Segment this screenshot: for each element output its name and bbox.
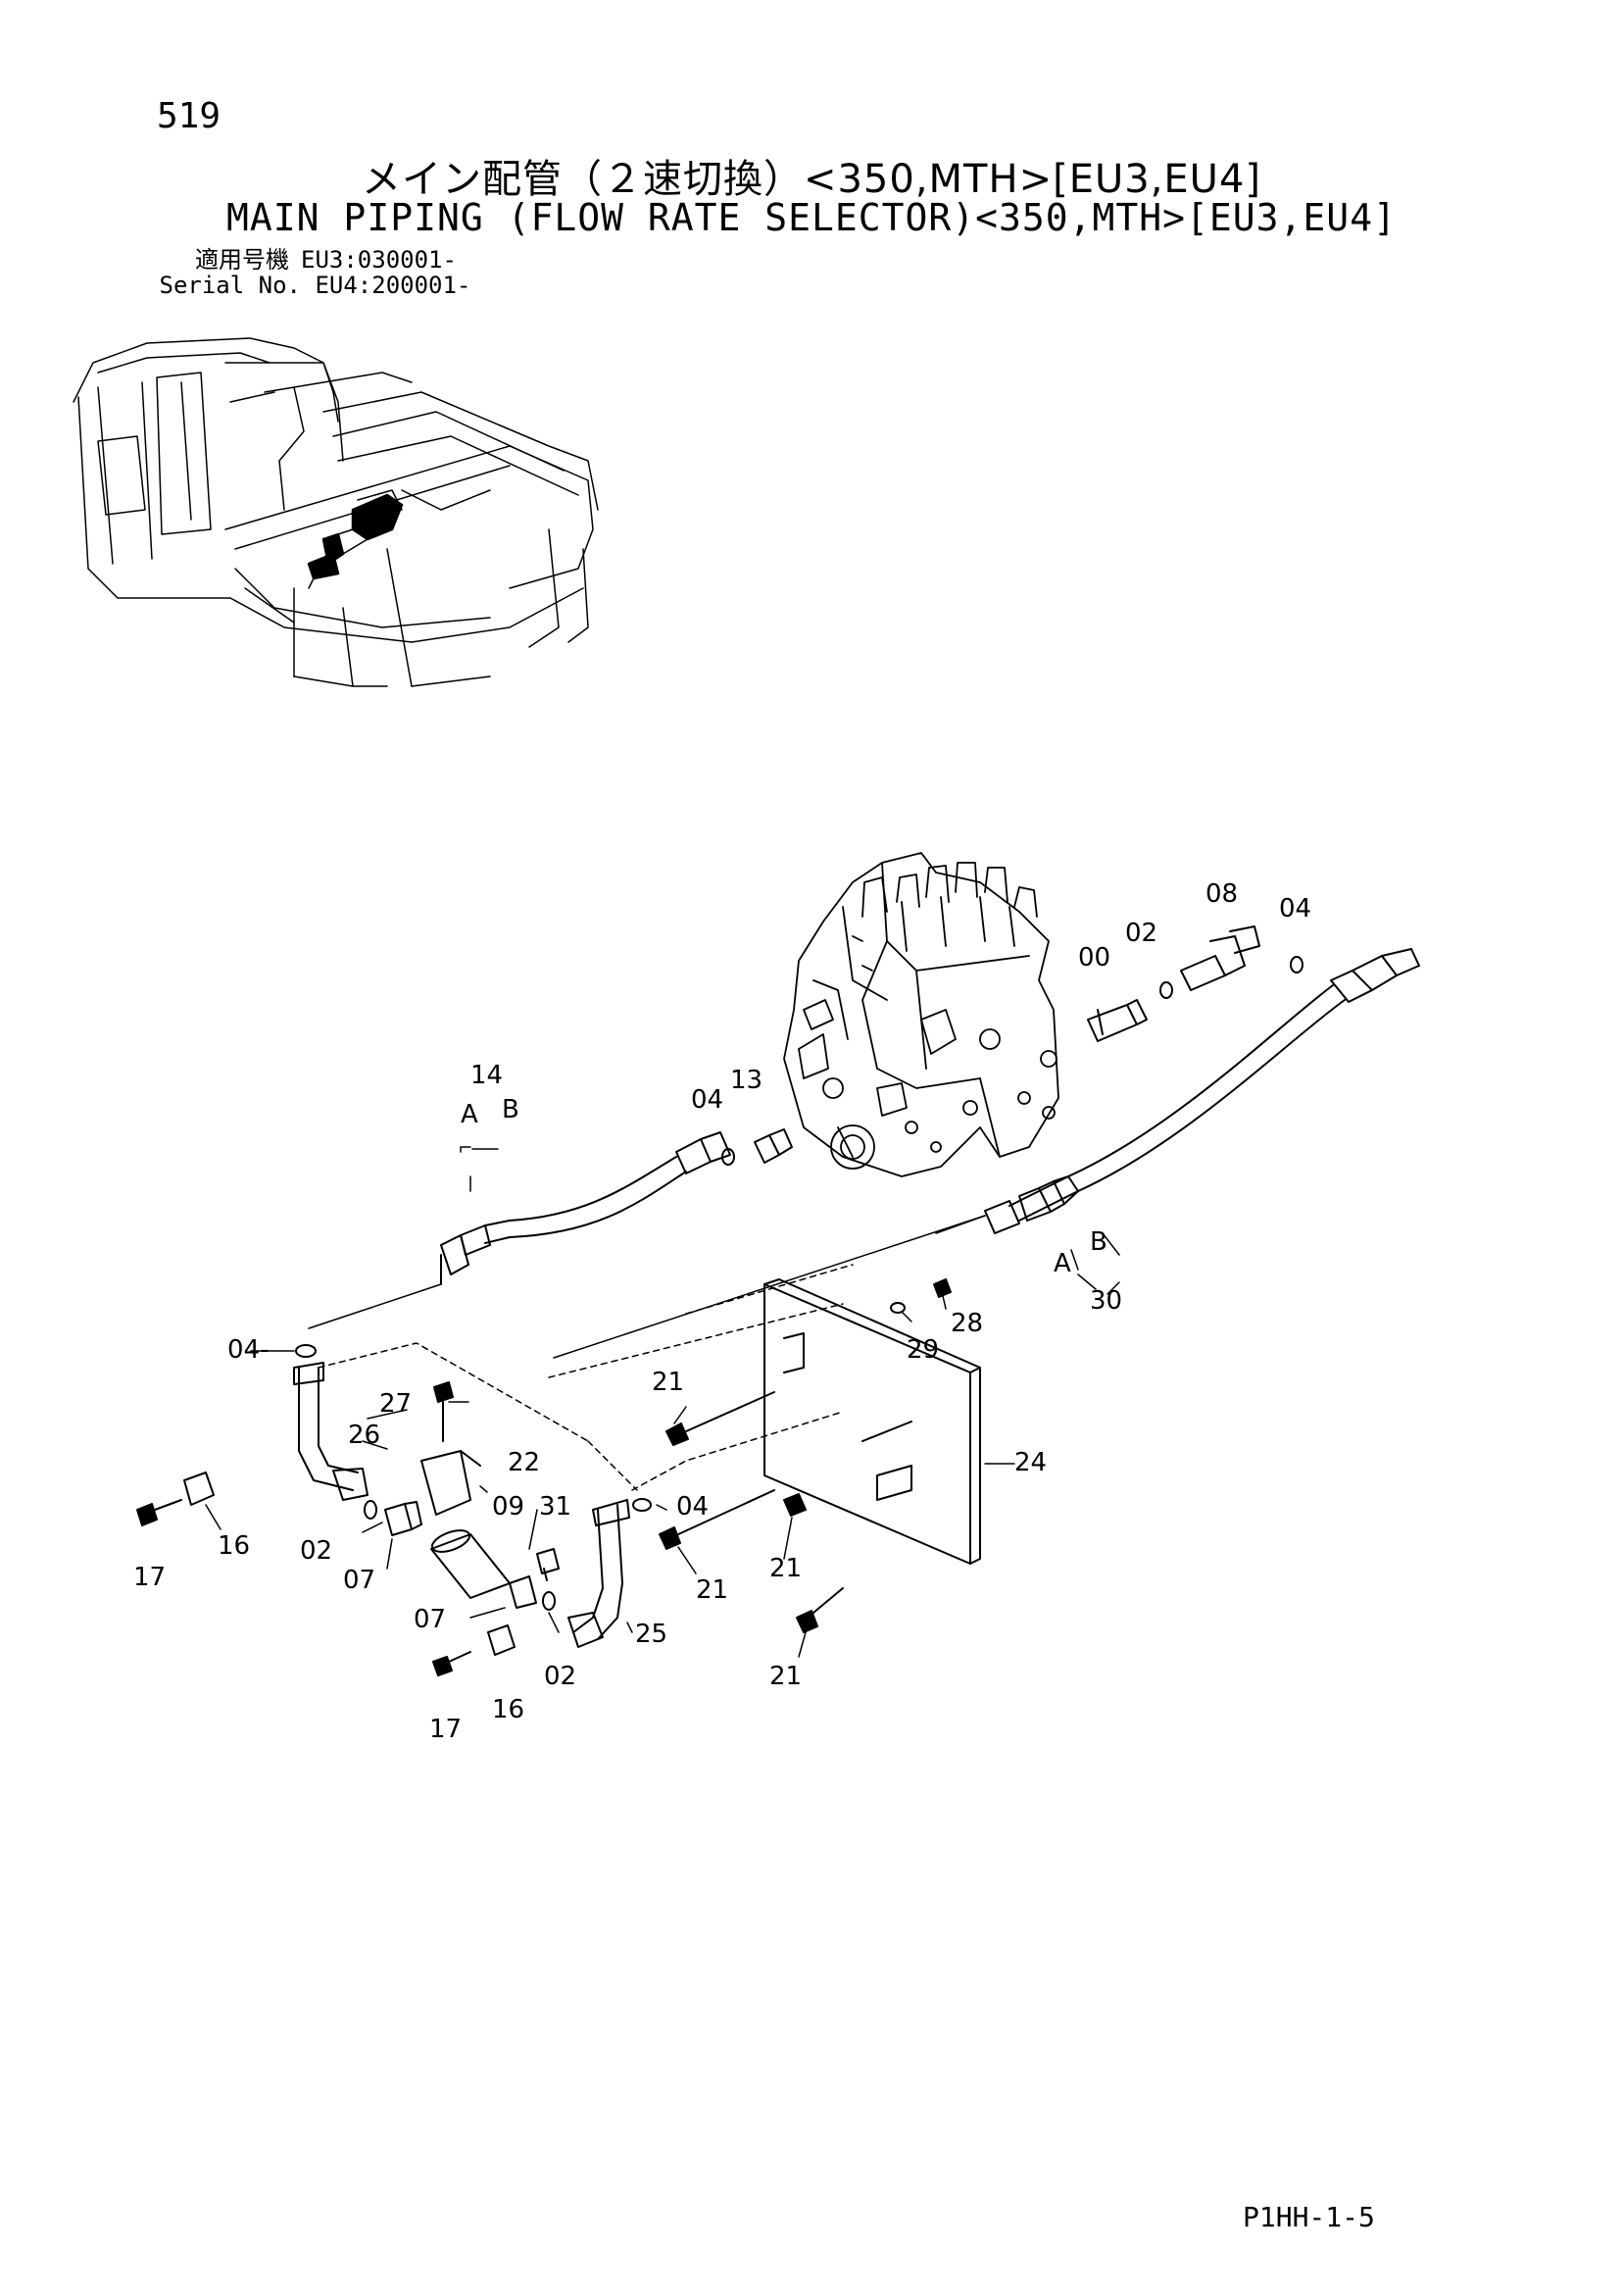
callout-b-1: B [502,1095,519,1124]
callout-02-c: 02 [544,1662,576,1691]
bolt-27 [433,1381,454,1442]
callout-04-c: 04- [227,1335,269,1365]
bolt-21-b [783,1493,807,1517]
callout-02-a: 02 [1125,919,1157,948]
callout-30: 30 [1090,1286,1122,1316]
bolt-21-a [665,1391,775,1446]
callout-17-a: 17 [133,1563,166,1592]
page-number: 519 [157,96,221,136]
callout-00: 00 [1078,943,1110,973]
callout-04-d: 04 [676,1492,709,1522]
callout-09: 09 [492,1492,524,1522]
callout-22: 22 [508,1448,540,1477]
elbow-08 [1180,925,1260,991]
callout-16-a: 16 [218,1531,250,1561]
pipe-26 [293,1362,369,1501]
o-ring-04-left [295,1344,317,1358]
callout-16-b: 16 [492,1695,524,1724]
bolt-17-a [136,1499,182,1526]
clamp-16-b [487,1624,516,1656]
machine-overview-illustration [73,337,599,687]
callout-labels: 08 04 02 00 14 A B 04 13 B A 30 28 29 04… [133,879,1311,1744]
callout-17-b: 17 [429,1715,462,1744]
clamp-16-a [183,1472,215,1506]
callout-b-2: B [1090,1227,1107,1257]
o-ring-02-upper [1159,981,1173,999]
o-ring-02-left [364,1500,377,1520]
fitting-31 [536,1548,560,1581]
callout-21-c: 21 [696,1575,728,1605]
fitting-13 [754,1128,793,1164]
diagram-code: P1HH-1-5 [1243,2201,1375,2233]
callout-04-a: 04 [1279,894,1311,923]
page-title-english: MAIN PIPING (FLOW RATE SELECTOR)<350,MTH… [226,196,1397,239]
pipe-09 [430,1529,511,1599]
callout-26: 26 [348,1421,380,1450]
serial-number-block: 適用号機 EU3:030001- Serial No. EU4:200001- [157,246,471,299]
callout-24: 24 [1014,1448,1047,1477]
callout-27: 27 [379,1389,412,1419]
serial-eu4: EU4:200001- [315,272,471,299]
hose-assembly-14 [440,1131,731,1285]
callout-a-2: A [1054,1249,1071,1278]
pipe-25 [567,1499,630,1648]
bolt-21-d [796,1587,844,1633]
o-ring-02-lower [542,1591,556,1611]
washer-29 [890,1302,906,1314]
callout-14: 14 [470,1061,503,1090]
callout-02-b: 02 [300,1536,332,1566]
dashed-leaders [318,1264,854,1491]
callout-a-1: A [461,1100,478,1129]
o-ring-04-right [632,1498,652,1512]
callout-13: 13 [730,1066,762,1095]
o-ring-04-upper [1290,956,1303,973]
serial-label-japanese: 適用号機 [195,246,289,274]
callout-04-b: 04 [691,1085,723,1115]
callout-21-a: 21 [652,1368,684,1397]
serial-label-english: Serial No. [159,272,302,299]
page-title-japanese: メイン配管（２速切換）<350,MTH>[EU3,EU4] [361,157,1262,202]
fitting-00 [1087,999,1148,1042]
hose-assembly-30 [984,948,1420,1234]
bolt-21-c [659,1489,775,1550]
bracket-22 [420,1450,481,1516]
callout-21-d: 21 [769,1662,802,1691]
control-valve-assembly [783,852,1059,1177]
callout-08: 08 [1205,879,1238,909]
callout-07-b: 07 [414,1605,446,1634]
leader-lines [205,1146,1120,1658]
bracket-24 [763,1278,981,1565]
adapter-07-b [509,1575,537,1609]
nut-28 [933,1278,952,1298]
callout-07-a: 07 [343,1566,375,1595]
connection-line [308,1215,986,1359]
callout-29: 29 [907,1335,939,1365]
serial-eu3: EU3:030001- [301,246,457,274]
callout-31: 31 [539,1492,571,1522]
callout-28: 28 [951,1309,983,1338]
bolt-17-b [432,1651,471,1676]
adapter-07-a [384,1501,422,1536]
callout-21-b: 21 [769,1554,802,1583]
callout-25: 25 [635,1620,667,1649]
o-ring-04-mid [721,1148,735,1166]
